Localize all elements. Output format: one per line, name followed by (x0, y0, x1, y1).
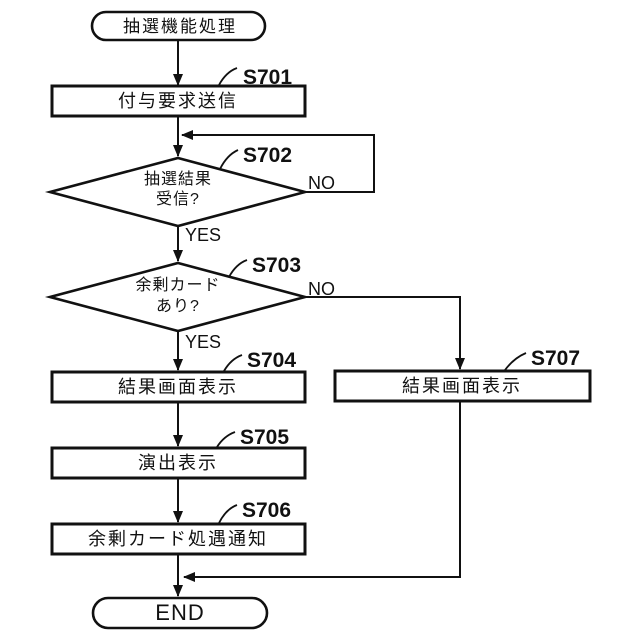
loop-s702-no-arrow (181, 130, 375, 193)
leader-line-s701 (218, 67, 238, 86)
leader-line-s705 (216, 431, 236, 448)
step-id-s705: S705 (240, 426, 289, 449)
process-label-s706: 余剰カード処遇通知 (88, 529, 268, 549)
process-box-s701 (50, 84, 307, 118)
step-id-s702: S702 (243, 144, 292, 167)
branch-label-yes-s703: YES (185, 332, 221, 352)
branch-s703-no-to-s707-arrow (305, 296, 465, 370)
step-id-s707: S707 (531, 347, 580, 370)
leader-line-s707 (504, 352, 527, 371)
branch-label-no-s703: NO (308, 279, 335, 299)
step-id-s701: S701 (243, 66, 292, 89)
end-terminal (91, 596, 269, 630)
step-id-s704: S704 (247, 349, 296, 372)
process-box-s705 (50, 446, 307, 480)
step-id-s706: S706 (242, 499, 291, 522)
step-id-s703: S703 (252, 254, 301, 277)
process-label-s701: 付与要求送信 (118, 91, 238, 111)
decision-label-s702-line1: 抽選結果 (144, 170, 212, 188)
leader-line-s706 (218, 504, 238, 524)
decision-label-s702-line2: 受信? (156, 190, 200, 208)
start-terminal (90, 10, 267, 42)
decision-diamond-s702 (44, 156, 311, 228)
end-terminal-label: END (155, 600, 204, 625)
process-label-s704: 結果画面表示 (118, 377, 238, 397)
process-label-s707: 結果画面表示 (402, 376, 522, 396)
decision-label-s703-line2: あり? (156, 297, 200, 315)
leader-line-s703 (228, 259, 248, 278)
decision-diamond-s703 (44, 261, 311, 333)
arrow-s707-to-join (183, 400, 461, 582)
leader-line-s704 (223, 354, 243, 372)
process-box-s706 (50, 522, 307, 556)
leader-line-s702 (219, 149, 239, 170)
decision-label-s703-line1: 余剰カード (135, 275, 220, 294)
process-box-s704 (50, 370, 307, 404)
process-label-s705: 演出表示 (138, 453, 218, 473)
branch-label-no-s702: NO (308, 173, 335, 193)
process-box-s707 (333, 369, 592, 403)
start-terminal-label: 抽選機能処理 (123, 17, 237, 36)
branch-label-yes-s702: YES (185, 225, 221, 245)
